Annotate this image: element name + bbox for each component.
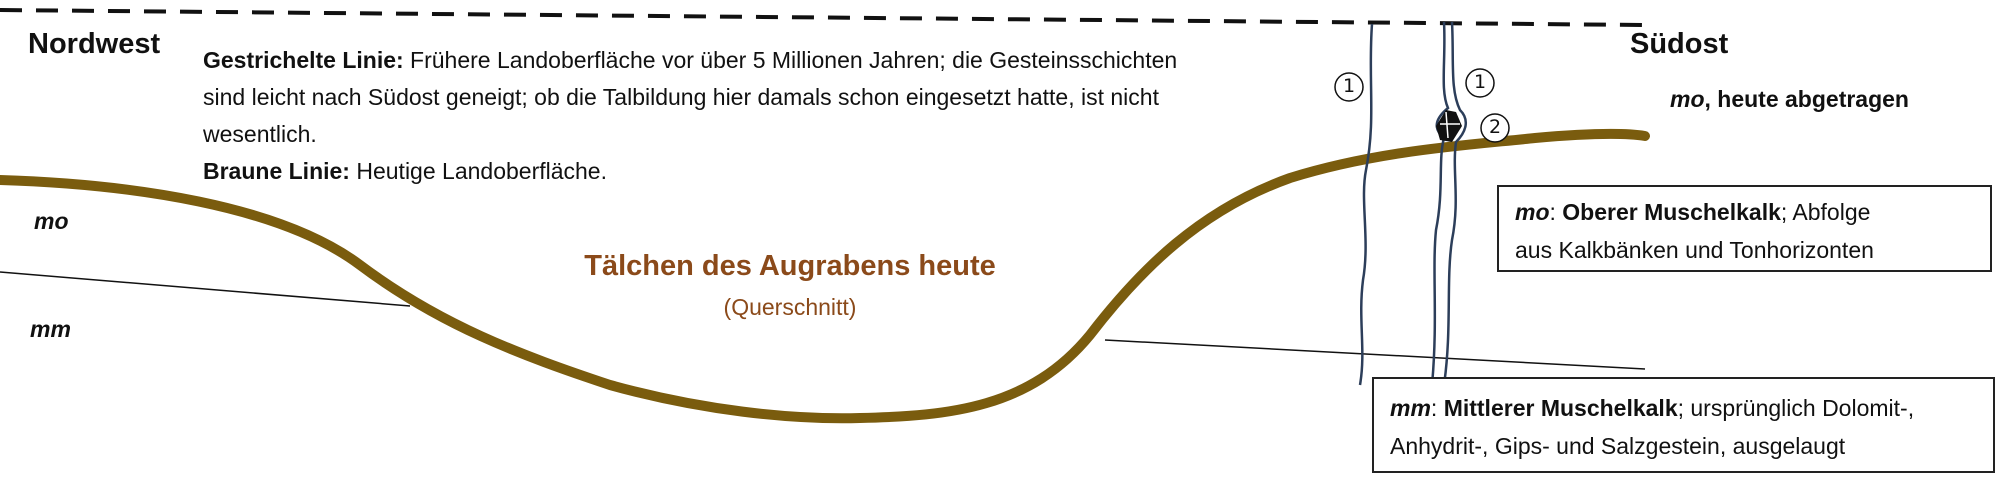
fracture-right-b	[1442, 21, 1468, 386]
fracture-left	[1358, 23, 1374, 386]
marker-1a-label: 1	[1343, 75, 1356, 97]
marker-2-label: 2	[1489, 116, 1502, 138]
box-mm-line-1: mm: Mittlerer Muschelkalk; ursprünglich …	[1390, 389, 1977, 427]
legend-box-mo: mo: Oberer Muschelkalk; Abfolge aus Kalk…	[1497, 185, 1992, 272]
legend-dashed-line-1: Gestrichelte Linie: Frühere Landoberfläc…	[203, 42, 1283, 79]
unit-mo-label: mo	[34, 208, 69, 234]
valley-title: Tälchen des Augrabens heute	[584, 250, 996, 282]
legend-dashed-text-3: wesentlich.	[203, 121, 317, 147]
crystal-cavity-icon	[1436, 110, 1462, 142]
box-mm-text-1: ; ursprünglich Dolomit-,	[1677, 395, 1915, 421]
box-mo-line-1: mo: Oberer Muschelkalk; Abfolge	[1515, 193, 1974, 231]
removed-mo-note: mo, heute abgetragen	[1670, 86, 1909, 113]
fracture-right-a	[1430, 21, 1450, 386]
removed-mo-code: mo	[1670, 86, 1705, 112]
box-mo-text-2: aus Kalkbänken und Tonhorizonten	[1515, 237, 1874, 263]
layer-boundary-left	[0, 271, 411, 307]
legend-box-mm: mm: Mittlerer Muschelkalk; ursprünglich …	[1372, 377, 1995, 473]
direction-southeast: Südost	[1630, 28, 1729, 60]
former-surface-dashed-line	[0, 8, 1646, 27]
box-mo-text-1: ; Abfolge	[1780, 199, 1871, 225]
removed-mo-text: , heute abgetragen	[1704, 86, 1909, 112]
valley-subtitle: (Querschnitt)	[723, 294, 857, 320]
legend-dashed-text-1: Frühere Landoberfläche vor über 5 Millio…	[403, 47, 1178, 73]
box-mo-code: mo	[1515, 199, 1550, 225]
legend-text: Gestrichelte Linie: Frühere Landoberfläc…	[203, 42, 1283, 190]
legend-dashed-text-2: sind leicht nach Südost geneigt; ob die …	[203, 84, 1159, 110]
box-mo-sep: :	[1549, 199, 1563, 225]
direction-northwest: Nordwest	[28, 28, 161, 60]
unit-mm-label: mm	[30, 316, 71, 342]
marker-circle-1b	[1465, 68, 1495, 98]
legend-brown-text: Heutige Landoberfläche.	[349, 158, 607, 184]
box-mo-name: Oberer Muschelkalk	[1562, 199, 1781, 225]
marker-circle-1a	[1334, 72, 1364, 102]
box-mm-text-2: Anhydrit-, Gips- und Salzgestein, ausgel…	[1390, 433, 1846, 459]
legend-brown-term: Braune Linie:	[203, 158, 350, 184]
layer-boundary-right	[1104, 339, 1646, 370]
marker-1b-label: 1	[1474, 71, 1487, 93]
box-mm-code: mm	[1390, 395, 1431, 421]
box-mm-sep: :	[1430, 395, 1444, 421]
present-surface-line	[0, 128, 1650, 424]
legend-dashed-term: Gestrichelte Linie:	[203, 47, 404, 73]
legend-brown-line: Braune Linie: Heutige Landoberfläche.	[203, 153, 1283, 190]
box-mm-name: Mittlerer Muschelkalk	[1443, 395, 1678, 421]
marker-circle-2	[1480, 113, 1510, 143]
